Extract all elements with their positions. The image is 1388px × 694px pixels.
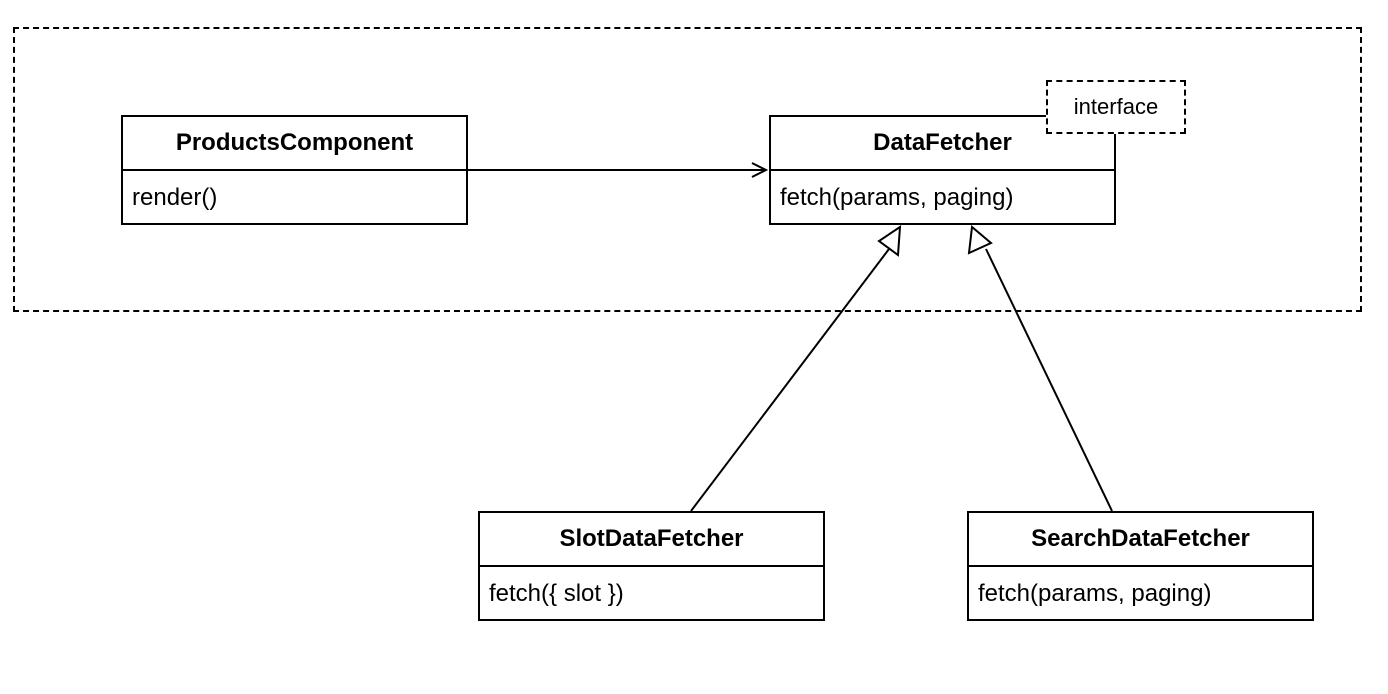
class-name: SlotDataFetcher xyxy=(480,513,823,567)
class-name: DataFetcher xyxy=(771,117,1114,171)
interface-stereotype: interface xyxy=(1046,80,1186,134)
class-data-fetcher: DataFetcher fetch(params, paging) xyxy=(769,115,1116,225)
realization-arrowhead-slot xyxy=(877,225,902,257)
class-method: fetch(params, paging) xyxy=(780,184,1014,211)
class-search-data-fetcher: SearchDataFetcher fetch(params, paging) xyxy=(967,511,1314,621)
class-products-component: ProductsComponent render() xyxy=(121,115,468,225)
class-slot-data-fetcher: SlotDataFetcher fetch({ slot }) xyxy=(478,511,825,621)
class-method: fetch({ slot }) xyxy=(489,580,624,607)
association-arrowhead xyxy=(751,162,769,178)
class-name: ProductsComponent xyxy=(123,117,466,171)
realization-arrowhead-search xyxy=(967,225,993,255)
class-method: render() xyxy=(132,184,218,211)
module-boundary xyxy=(13,27,1362,312)
realization-line-search xyxy=(985,248,1113,512)
realization-line-slot xyxy=(690,248,890,512)
class-method: fetch(params, paging) xyxy=(978,580,1212,607)
class-name: SearchDataFetcher xyxy=(969,513,1312,567)
